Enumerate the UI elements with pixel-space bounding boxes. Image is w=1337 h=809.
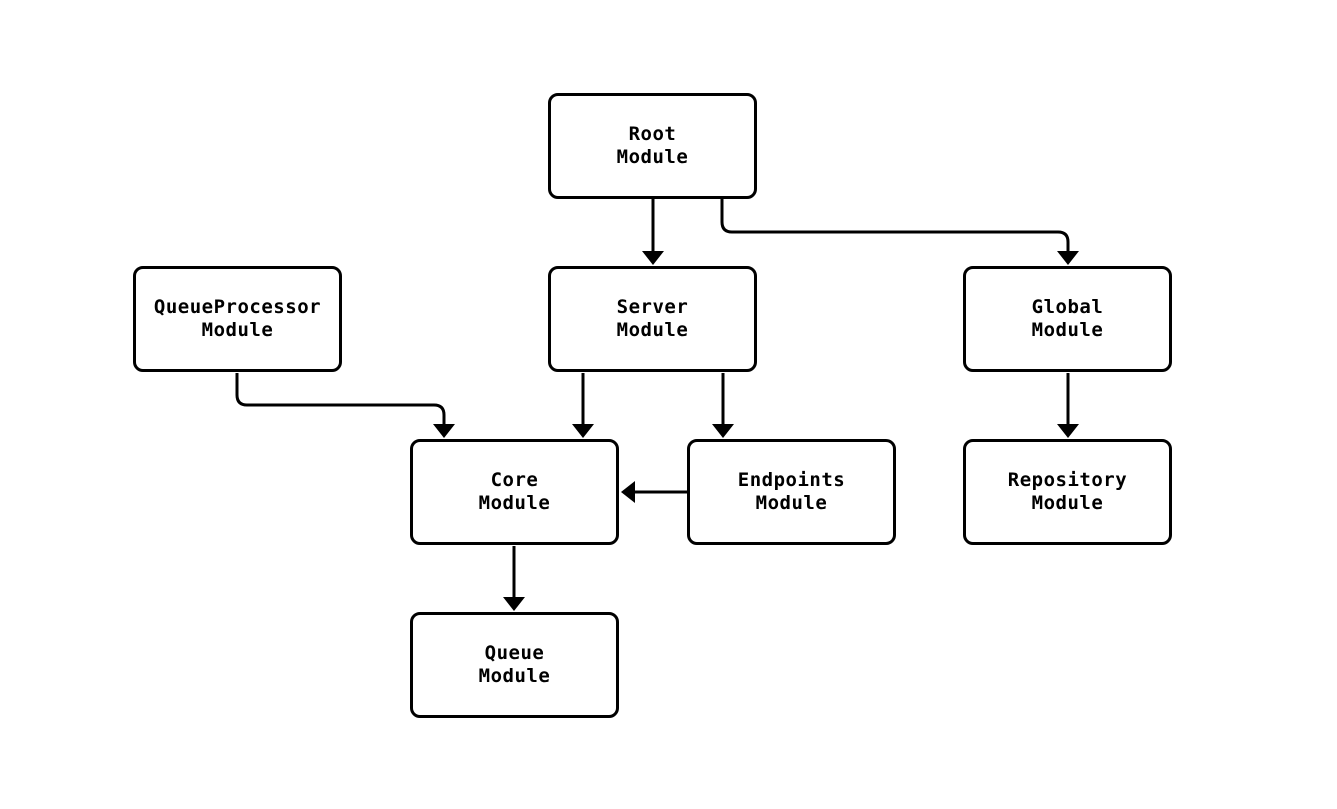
node-queue-module: Queue Module [410,612,619,718]
node-root-module: Root Module [548,93,757,199]
node-global-module: Global Module [963,266,1172,372]
node-endpoints-module-label: Endpoints Module [737,469,846,514]
arrowhead-root-server [642,251,664,265]
node-server-module-label: Server Module [616,296,689,341]
node-queueprocessor-module: QueueProcessor Module [133,266,342,372]
arrowhead-global-repository [1057,424,1079,438]
node-queueprocessor-module-label: QueueProcessor Module [153,296,322,341]
node-queue-module-label: Queue Module [478,642,551,687]
edge-root-global [720,198,1070,251]
node-endpoints-module: Endpoints Module [687,439,896,545]
node-global-module-label: Global Module [1031,296,1104,341]
node-server-module: Server Module [548,266,757,372]
arrowhead-server-endpoints [712,424,734,438]
edge-queueprocessor-core [235,373,446,424]
arrowhead-queueprocessor-core [433,424,455,438]
arrowhead-root-global [1057,251,1079,265]
node-repository-module: Repository Module [963,439,1172,545]
node-core-module: Core Module [410,439,619,545]
node-repository-module-label: Repository Module [1007,469,1128,514]
arrowhead-server-core [572,424,594,438]
arrowhead-endpoints-core [621,481,635,503]
node-core-module-label: Core Module [478,469,551,514]
node-root-module-label: Root Module [616,123,689,168]
arrowhead-core-queue [503,597,525,611]
